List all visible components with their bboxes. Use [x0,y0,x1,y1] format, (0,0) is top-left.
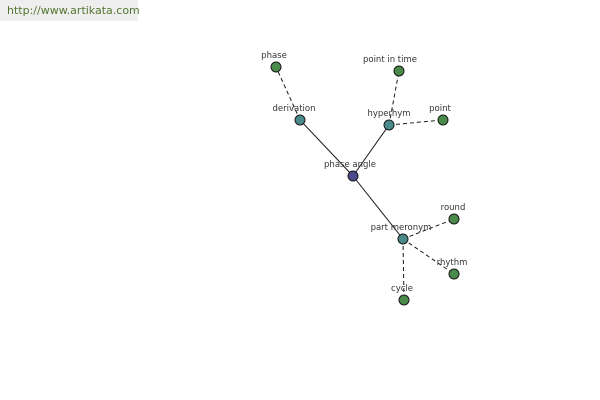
node-phase[interactable]: phase [261,51,287,73]
node-point[interactable]: point [429,104,452,126]
edges-layer [275,66,455,301]
node-hyperhym[interactable]: hyperhym [367,109,411,131]
node-dot-rhythm[interactable] [448,268,460,280]
site-url-link[interactable]: http://www.artikata.com [7,4,140,17]
node-label-phase: phase [261,51,287,61]
node-dot-phase-angle[interactable] [347,170,359,182]
edge-phase-angle-to-derivation [299,119,354,177]
node-label-round: round [441,203,466,213]
edge-part-meronym-to-cycle [402,238,405,301]
node-label-part-meronym: part meronym [371,223,432,233]
node-point-in-time[interactable]: point in time [363,55,417,77]
edge-phase-angle-to-part-meronym [352,175,404,240]
node-dot-derivation[interactable] [294,114,306,126]
edge-hyperhym-to-point [388,119,444,126]
edge-hyperhym-to-point-in-time [388,70,400,126]
node-dot-round[interactable] [448,213,460,225]
node-round[interactable]: round [441,203,466,225]
edge-phase-angle-to-hyperhym [352,124,390,177]
node-dot-point[interactable] [437,114,449,126]
nodes-layer: phase angle derivation hyperhym part merony… [261,51,468,306]
node-label-point: point [429,104,451,114]
url-bar: http://www.artikata.com [0,0,140,21]
edge-part-meronym-to-round [402,218,455,240]
node-rhythm[interactable]: rhythm [437,258,468,280]
node-dot-point-in-time[interactable] [393,65,405,77]
node-label-derivation: derivation [272,104,315,114]
node-part-meronym[interactable]: part meronym [371,223,432,245]
node-dot-cycle[interactable] [398,294,410,306]
edge-derivation-to-phase [275,66,301,121]
node-phase-angle[interactable]: phase angle [324,160,376,182]
node-cycle[interactable]: cycle [391,284,413,306]
node-derivation[interactable]: derivation [272,104,316,126]
node-label-rhythm: rhythm [437,258,468,268]
node-label-point-in-time: point in time [363,55,417,65]
node-label-hyperhym: hyperhym [367,109,410,119]
node-dot-part-meronym[interactable] [397,233,409,245]
node-label-cycle: cycle [391,284,413,294]
edge-part-meronym-to-rhythm [402,238,455,275]
node-label-phase-angle: phase angle [324,160,376,170]
node-dot-phase[interactable] [270,61,282,73]
node-dot-hyperhym[interactable] [383,119,395,131]
